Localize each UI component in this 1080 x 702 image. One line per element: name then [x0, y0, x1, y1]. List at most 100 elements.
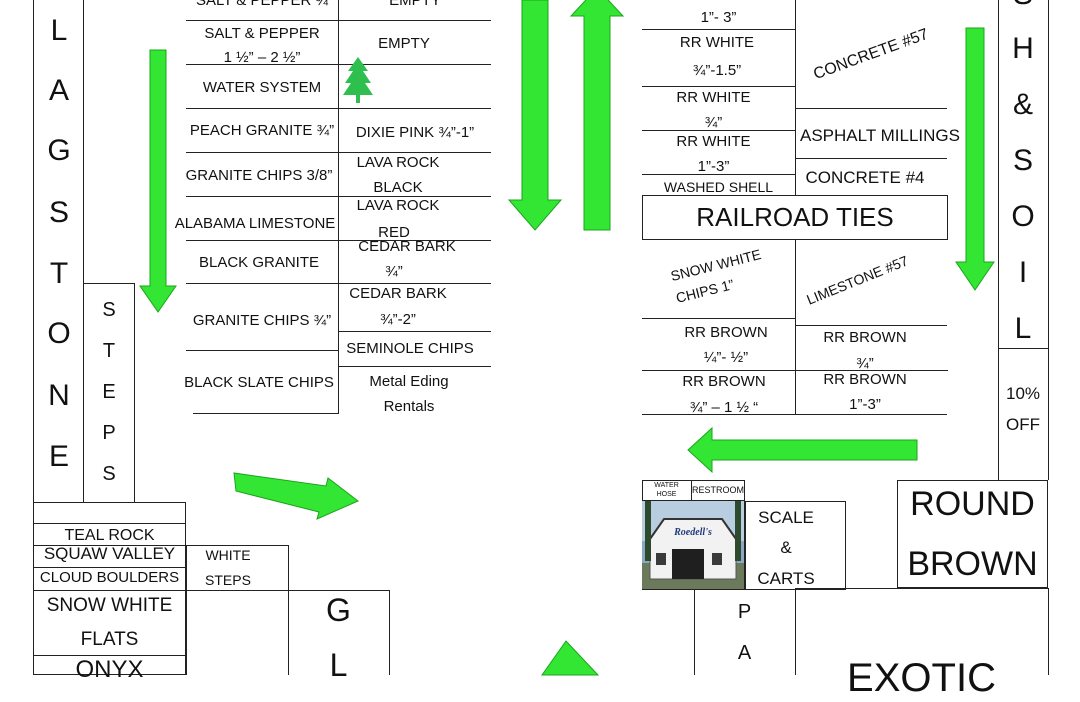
bin-divider — [339, 331, 491, 332]
bin-divider — [642, 86, 795, 87]
bin-divider — [33, 567, 186, 568]
bin-lava-rock-red: LAVA ROCK — [356, 197, 440, 214]
steps-letter: E — [102, 381, 116, 403]
bin-dixie-pink: DIXIE PINK ¾”-1” — [355, 124, 475, 141]
bin-alabama-limestone: ALABAMA LIMESTONE — [174, 215, 336, 232]
discount-divider — [998, 348, 1048, 349]
bin-empty-1: EMPTY — [389, 0, 441, 9]
exotic-right-border — [1048, 588, 1049, 675]
bin-divider — [642, 174, 795, 175]
bin-center-divider-right-2 — [795, 240, 796, 415]
bin-divider-v — [389, 590, 390, 675]
bin-divider — [642, 29, 795, 30]
bin-granite-chips-3-4: GRANITE CHIPS ¾” — [192, 312, 332, 329]
bin-white-steps-2: STEPS — [205, 572, 251, 588]
bin-rr-brown-2-size: ¾” — [856, 355, 874, 372]
bin-divider — [186, 350, 338, 351]
flagstone-letter: A — [48, 74, 69, 107]
pa-right-border — [795, 590, 796, 675]
scale-label: SCALE — [758, 508, 814, 527]
bin-cloud-boulders: CLOUD BOULDERS — [39, 569, 180, 586]
g-letter: G — [326, 592, 351, 628]
store-sign-text: Roedell's — [673, 527, 712, 538]
store-building-photo: Roedell's — [642, 501, 744, 589]
bin-divider — [795, 325, 947, 326]
bin-rr-white-1-size: ¾”-1.5” — [692, 62, 742, 79]
bin-rr-brown-4-size: 1”-3” — [849, 396, 881, 413]
soil-partial-letter: S — [998, 0, 1048, 26]
bin-teal-rock: TEAL ROCK — [64, 527, 155, 544]
bin-divider — [795, 158, 947, 159]
bin-water-system: WATER SYSTEM — [202, 79, 322, 96]
bin-divider — [33, 523, 186, 524]
bin-black-slate-chips: BLACK SLATE CHIPS — [184, 374, 334, 391]
bin-white-steps: WHITE — [205, 547, 251, 563]
bin-divider — [795, 414, 947, 415]
arrow-diagonal — [233, 472, 359, 520]
exotic-label: EXOTIC — [847, 656, 996, 700]
flagstone-letter: O — [47, 317, 71, 350]
bin-rr-white-2: RR WHITE — [676, 89, 751, 106]
pa-left-border — [694, 590, 695, 675]
steps-area — [83, 283, 135, 503]
flagstone-letter: E — [48, 440, 69, 473]
steps-letter: S — [102, 463, 116, 485]
bin-empty-2: EMPTY — [378, 35, 430, 52]
soil-letter: L — [1014, 312, 1032, 345]
bin-center-divider-right — [795, 0, 796, 195]
bin-divider-v — [288, 545, 289, 675]
bin-granite-chips-3-8: GRANITE CHIPS 3/8” — [185, 167, 333, 184]
bin-lava-rock-black: LAVA ROCK — [356, 154, 440, 171]
bin-lava-rock-black-color: BLACK — [373, 179, 423, 196]
carts-label: CARTS — [757, 569, 815, 588]
steps-letter: P — [102, 422, 116, 444]
soil-letter: I — [1018, 256, 1028, 289]
flagstone-letter: L — [50, 14, 68, 47]
pa-letter-2: A — [737, 642, 752, 664]
pa-letter: P — [737, 601, 752, 623]
bin-metal-edging: Metal Eding — [369, 373, 449, 390]
bin-rr-brown-3-size: ¾” – 1 ½ “ — [689, 399, 759, 416]
bin-divider — [339, 366, 491, 367]
water-hose-label: WATER HOSE — [642, 481, 691, 499]
discount-off: OFF — [1006, 415, 1040, 434]
bin-cedar-bark-2-size: ¾”-2” — [380, 311, 416, 328]
bin-divider — [193, 413, 338, 414]
bin-rr-white-1: RR WHITE — [679, 34, 755, 51]
bin-snow-white-flats-2: FLATS — [80, 629, 139, 650]
flagstone-letter: N — [48, 379, 70, 412]
bin-onyx: ONYX — [75, 656, 144, 683]
bin-squaw-valley: SQUAW VALLEY — [43, 544, 176, 563]
bottom-left-frame — [33, 502, 186, 675]
bin-divider-v — [186, 545, 187, 675]
brown-label: BROWN — [907, 545, 1038, 583]
scale-and-label: & — [780, 538, 792, 557]
bin-concrete-4: CONCRETE #4 — [805, 168, 925, 187]
bin-cedar-bark-size: ¾” — [385, 263, 403, 280]
arrow-down-right — [955, 27, 995, 291]
round-label: ROUND — [910, 485, 1035, 523]
round-brown-area — [897, 480, 1048, 588]
bin-divider — [642, 370, 948, 371]
bin-washed-shell: WASHED SHELL — [663, 179, 774, 195]
water-hose-line: HOSE — [656, 491, 677, 498]
flagstone-letter: S — [48, 196, 69, 229]
bin-rr-white-2-size: ¾” — [704, 114, 723, 131]
bin-salt-pepper-large: SALT & PEPPER — [204, 25, 320, 42]
bin-divider — [795, 108, 947, 109]
scale-carts-area — [745, 501, 846, 590]
bin-seminole-chips: SEMINOLE CHIPS — [346, 340, 474, 357]
bin-rr-brown-1-size: ¼”- ½” — [703, 349, 749, 366]
bin-cedar-bark: CEDAR BARK — [358, 238, 456, 255]
railroad-ties-area — [642, 195, 948, 240]
bin-divider-v — [691, 480, 692, 500]
flagstone-letter: G — [47, 134, 71, 167]
arrow-down-left — [139, 49, 177, 313]
bin-rr-brown-3: RR BROWN — [682, 373, 766, 390]
arrow-up-center — [569, 0, 625, 231]
bin-top-partial-size: 1”- 3” — [700, 9, 737, 26]
bin-peach-granite: PEACH GRANITE ¾” — [189, 122, 335, 139]
bin-cedar-bark-2: CEDAR BARK — [349, 285, 447, 302]
soil-column-right-border — [1048, 0, 1049, 480]
bin-salt-pepper-3-4: SALT & PEPPER ¾ — [195, 0, 328, 9]
